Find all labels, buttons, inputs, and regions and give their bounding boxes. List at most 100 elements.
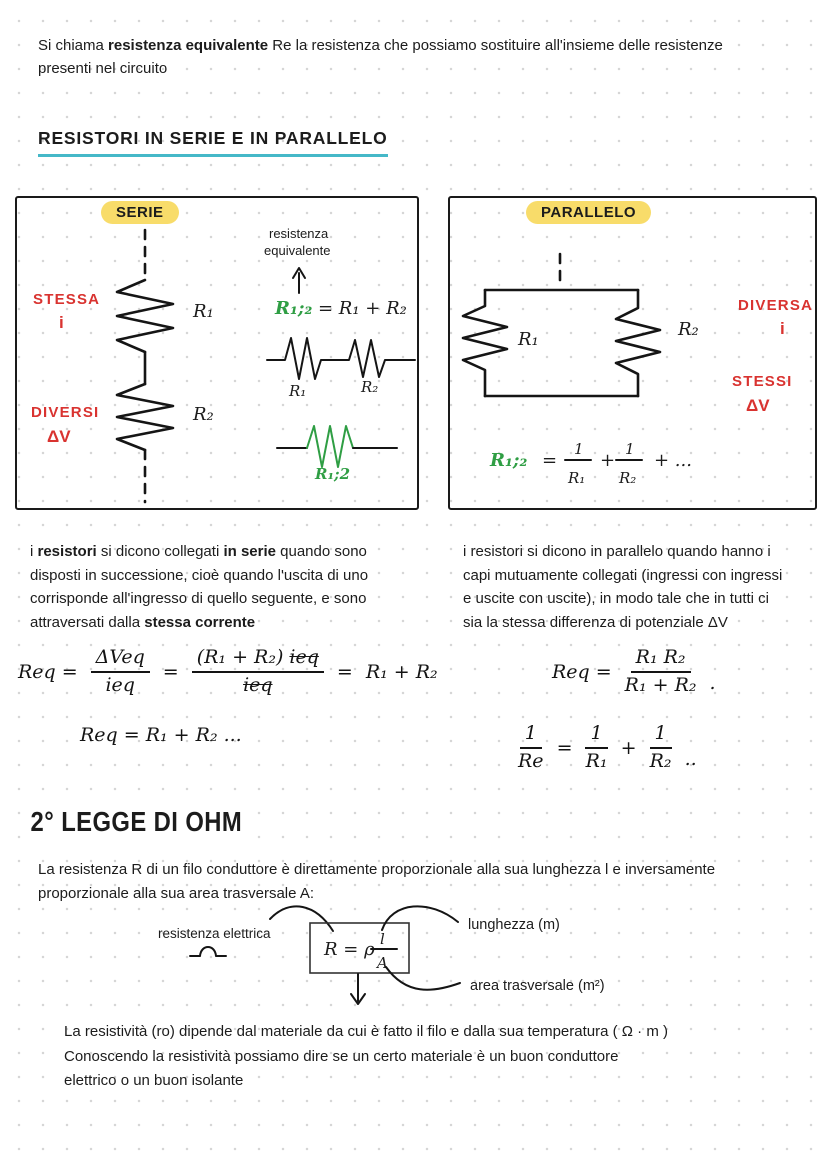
parallelo-circuit-svg: R₁ R₂ DIVERSA i STESSI ΔV R₁;₂ = 1 R₁ + … [461, 252, 813, 487]
parallelo-equation-line2: 1 Re = 1 R₁ + 1 R₂ .. [518, 723, 697, 772]
par-eq2-frac1-num: 1 [519, 723, 542, 749]
intro-paragraph: Si chiama resistenza equivalente Re la r… [38, 34, 786, 80]
curve-to-length [381, 905, 459, 931]
serie-desc-s1: i [30, 543, 38, 560]
equiv-resistor-label: R₁;2 [314, 465, 350, 483]
serie-eq-frac2-den-struck: ieq [243, 673, 273, 696]
parallelo-red-i: i [780, 319, 785, 338]
par-eq2-frac2-num: 1 [585, 723, 608, 749]
parallelo-plus: + [600, 450, 615, 471]
series-horizontal-schematic [266, 337, 416, 380]
par-eq2-plus: + [620, 736, 637, 759]
ohm-symbol-icon [189, 946, 227, 957]
parallelo-eq-lhs: R₁;₂ [489, 450, 527, 471]
parallelo-r1-label: R₁ [517, 329, 539, 350]
parallelo-frac1-den: R₁ [567, 469, 585, 487]
serie-eq-frac2: (R₁ + R₂) ieq ieq [191, 646, 324, 696]
par-eq-dot: . [709, 671, 716, 694]
par-eq2-equals: = [556, 736, 573, 759]
serie-desc-s3: quando sono [275, 543, 367, 560]
equiv-resistor-green-zigzag [306, 425, 354, 468]
serie-eq-frac1: ΔVeq ieq [90, 647, 150, 696]
series-schematic-r1: R₁ [288, 382, 306, 400]
parallelo-dots: + ... [654, 450, 692, 471]
ohm-law-title: 2° LEGGE DI OHM [28, 804, 251, 843]
parallelo-r2-zigzag [614, 288, 662, 398]
ohm-paragraph: La resistenza R di un filo conduttore è … [38, 858, 715, 906]
serie-eq-result: R₁ + R₂ [365, 660, 438, 683]
resistivity-line1: La resistività (ro) dipende dal material… [64, 1023, 668, 1040]
serie-desc-line2: disposti in successione, cioè quando l'u… [30, 566, 369, 584]
resistor-r1-zigzag [115, 278, 175, 354]
formula-frac-den-a: A [375, 954, 388, 972]
series-schematic-r2: R₂ [360, 378, 378, 396]
par-eq-frac-num: R₁ R₂ [630, 647, 691, 673]
ohm-para-line1: La resistenza R di un filo conduttore è … [38, 861, 716, 878]
serie-eq-equals2: = [336, 660, 353, 683]
label-area-trasversale: area trasversale (m²) [470, 978, 605, 994]
par-eq-frac: R₁ R₂ R₁ + R₂ [624, 647, 697, 696]
formula-lhs: R = ρ [323, 939, 375, 960]
serie-eq-frac2-num: (R₁ + R₂) ieq [191, 646, 324, 673]
serie-eq-frac2-num-a: (R₁ + R₂) [196, 646, 284, 668]
ohm-para-line2: proporzionale alla sua area trasversale … [38, 885, 314, 902]
par-eq2-frac3-num: 1 [649, 723, 672, 749]
serie-red-stessa: STESSA [33, 291, 100, 308]
serie-circuit-svg: R₁ R₂ STESSA i DIVERSI ΔV resistenza equ… [31, 226, 416, 504]
serie-equation-line2: Req = R₁ + R₂ ... [80, 724, 242, 746]
serie-eq-frac2-num-b-struck: ieq [289, 646, 319, 668]
serie-eq-lhs: R₁;₂ [274, 298, 312, 319]
parallelo-red-diversa: DIVERSA [738, 297, 813, 314]
par-desc-line4: sia la stessa differenza di potenziale Δ… [463, 613, 728, 631]
serie-eq-frac1-num: ΔVeq [90, 647, 150, 673]
serie-eq-line2-text: Req = R₁ + R₂ ... [80, 724, 242, 746]
intro-bold-resistenza-equivalente: resistenza equivalente [108, 37, 269, 54]
up-arrow-icon [292, 267, 306, 279]
par-eq2-frac2-den: R₁ [585, 749, 608, 772]
serie-r1-label: R₁ [192, 301, 214, 322]
par-eq2-frac2: 1 R₁ [585, 723, 608, 772]
note-resistenza: resistenza [269, 226, 329, 241]
formula-box [309, 922, 410, 974]
par-desc-line1: i resistori si dicono in parallelo quand… [463, 543, 771, 560]
par-eq2-dots: .. [684, 747, 697, 770]
serie-desc-s4: attraversati dalla [30, 613, 145, 631]
curve-to-resistance [269, 905, 334, 932]
par-eq-frac-den: R₁ + R₂ [624, 673, 697, 696]
parallelo-frac2-num: 1 [625, 440, 635, 458]
resistor-r2-zigzag [115, 382, 175, 452]
serie-red-diversi: DIVERSI [31, 404, 99, 421]
par-eq-req: Req = [552, 660, 612, 683]
par-eq2-frac1: 1 Re [518, 723, 544, 772]
curve-to-area [385, 966, 461, 991]
serie-eq-req: Req = [18, 660, 78, 683]
down-arrow-icon [350, 993, 366, 1005]
label-resistenza-elettrica: resistenza elettrica [158, 926, 271, 941]
formula-frac-num-l: l [380, 930, 385, 948]
serie-desc-s2: si dicono collegati [96, 543, 224, 560]
ohm-formula-diagram: resistenza elettrica R = ρ l A lunghezza… [158, 905, 605, 1005]
serie-desc-b1: resistori [37, 543, 97, 560]
parallelo-red-deltav: ΔV [746, 396, 770, 415]
serie-box: SERIE R₁ R₂ STESSA i DIVERSI ΔV resisten… [15, 196, 419, 510]
note-equivalente: equivalente [264, 243, 331, 258]
serie-eq-rhs: = R₁ + R₂ [318, 298, 407, 319]
parallelo-eq-sign: = [542, 450, 557, 471]
par-eq2-frac3: 1 R₂ [649, 723, 672, 772]
par-eq2-frac1-den: Re [518, 749, 544, 772]
label-lunghezza: lunghezza (m) [468, 917, 560, 933]
resistivity-paragraph: La resistività (ro) dipende dal material… [64, 1020, 668, 1094]
parallelo-equation-line1: Req = R₁ R₂ R₁ + R₂ . [552, 647, 716, 696]
par-desc-line2: capi mutuamente collegati (ingressi con … [463, 566, 783, 584]
par-desc-line3: e uscite con uscite), in modo tale che i… [463, 590, 769, 607]
parallelo-frac1-num: 1 [574, 440, 584, 458]
serie-desc-b3: stessa corrente [144, 613, 256, 631]
resistivity-line3: elettrico o un buon isolante [64, 1072, 244, 1089]
serie-desc-b2: in serie [223, 543, 276, 560]
parallelo-description: i resistori si dicono in parallelo quand… [463, 540, 828, 634]
intro-text-3: presenti nel circuito [38, 60, 168, 77]
serie-eq-equals1: = [162, 660, 179, 683]
intro-text-2: Re la resistenza che possiamo sostituire… [268, 37, 723, 54]
parallelo-red-stessi: STESSI [732, 373, 793, 390]
